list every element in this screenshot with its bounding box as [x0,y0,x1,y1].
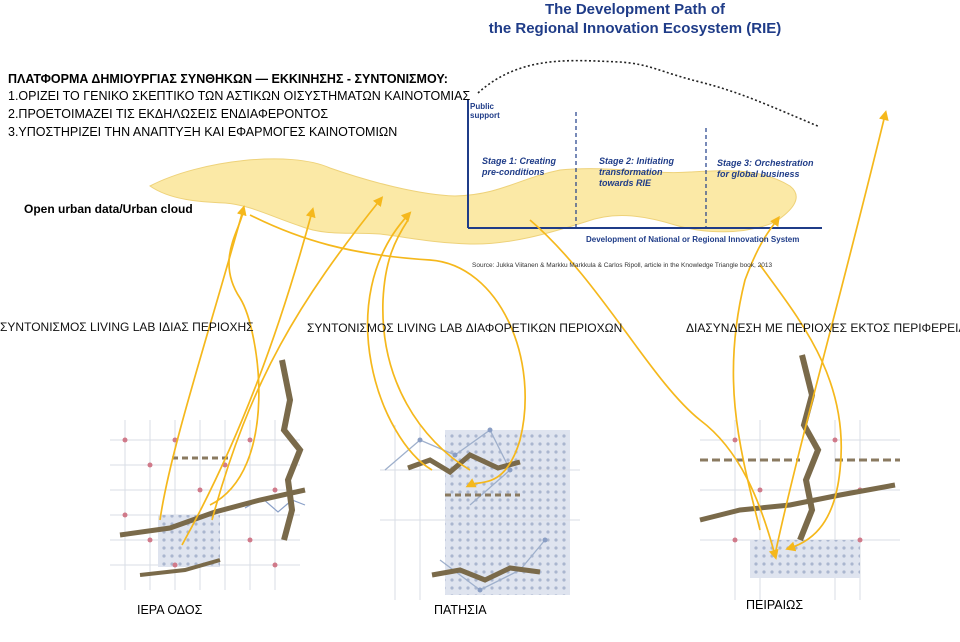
arrow-8 [529,219,779,560]
public-support-curve [477,59,821,128]
arrow-10 [732,215,780,531]
place-patisia: ΠΑΤΗΣΙΑ [434,603,487,617]
platform-item-2: 2.ΠΡΟΕΤΟΙΜΑΖΕΙ ΤΙΣ ΕΚΔΗΛΩΣΕΙΣ ΕΝΔΙΑΦΕΡΟΝ… [8,107,329,121]
x-axis-label: Development of National or Regional Inno… [586,235,800,244]
urban-cloud-band [149,158,797,245]
section-different-areas: ΣΥΝΤΟΝΙΣΜΟΣ LIVING LAB ΔΙΑΦΟΡΕΤΙΚΩΝ ΠΕΡΙ… [307,321,623,335]
road-vertical-iera [279,359,304,541]
chart-source: Source: Jukka Viitanen & Markku Markkula… [472,262,773,269]
section-same-area: ΣΥΝΤΟΝΙΣΜΟΣ LIVING LAB ΙΔΙΑΣ ΠΕΡΙΟΧΗΣ [0,320,254,334]
road-vertical-peiraios [797,354,822,542]
stage-2-label: Stage 2: Initiating transformation towar… [599,156,675,188]
platform-item-3: 3.ΥΠΟΣΤΗΡΙΖΕΙ ΤΗΝ ΑΝΑΠΤΥΞΗ ΚΑΙ ΕΦΑΡΜΟΓΕΣ… [8,125,398,139]
title-line-2: the Regional Innovation Ecosystem (RIE) [488,20,782,37]
arrow-2 [181,207,316,546]
arrow-11 [759,264,843,552]
arrow-7 [366,211,433,471]
stage-3-label: Stage 3: Orchestration for global busine… [717,158,814,179]
arrow-5 [249,214,526,488]
connection-arrows [159,110,889,560]
stage-1-label: Stage 1: Creating pre-conditions [482,156,557,177]
map-patisia [376,420,582,600]
rie-chart [467,59,822,229]
place-iera-odos: ΙΕΡΑ ΟΔΟΣ [137,603,203,617]
platform-item-1: 1.ΟΡΙΖΕΙ ΤΟ ΓΕΝΙΚΟ ΣΚΕΠΤΙΚΟ ΤΩΝ ΑΣΤΙΚΩΝ … [8,89,471,103]
arrow-4 [209,211,260,506]
section-outside-region: ΔΙΑΣΥΝΔΕΣΗ ΜΕ ΠΕΡΙΟΧΕΣ ΕΚΤΟΣ ΠΕΡΙΦΕΡΕΙΑΣ [686,321,960,335]
cloud-label: Open urban data/Urban cloud [24,202,193,216]
place-peiraios: ΠΕΙΡΑΙΩΣ [746,598,804,612]
title-line-1: The Development Path of [544,1,726,18]
map-iera-odos [100,359,310,593]
road-patisia-2 [431,565,541,583]
arrow-3 [211,196,384,521]
road-diagonal-peiraios [699,482,896,523]
platform-heading: ΠΛΑΤΦΟΡΜΑ ΔΗΜΙΟΥΡΓΙΑΣ ΣΥΝΘΗΚΩΝ — ΕΚΚΙΝΗΣ… [8,72,448,86]
arrow-6 [382,219,471,471]
diagram-title: The Development Path of the Regional Inn… [0,0,960,38]
map-peiraios [692,354,902,600]
y-axis-label: Public support [470,102,500,120]
